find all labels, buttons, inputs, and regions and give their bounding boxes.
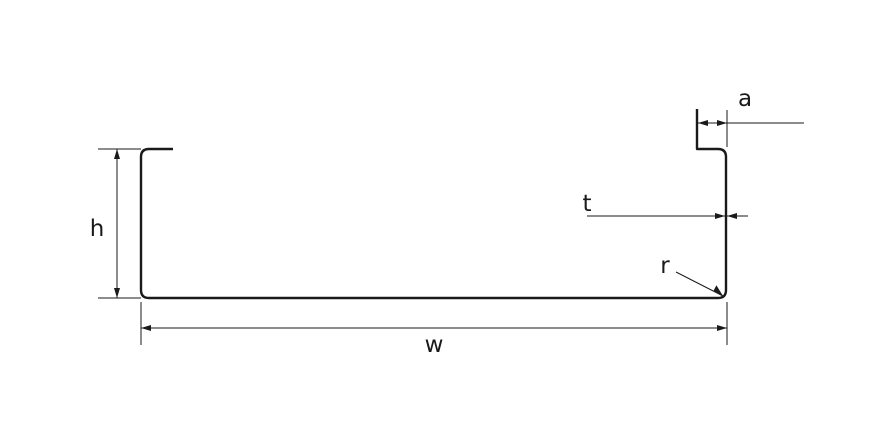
thickness-arrow-left (715, 213, 725, 219)
lip-dimension: a (698, 86, 804, 147)
thickness-arrow-right (727, 213, 737, 219)
height-arrow-top (114, 149, 120, 159)
radius-annotation: r (660, 253, 724, 297)
height-dimension: h (90, 148, 141, 299)
height-arrow-bottom (114, 288, 120, 298)
lip-label: a (738, 86, 752, 112)
radius-label: r (660, 253, 670, 279)
channel-profile (139, 109, 728, 300)
height-label: h (90, 216, 105, 242)
radius-leader (675, 271, 724, 297)
width-label: w (425, 332, 444, 358)
thickness-dimension: t (582, 191, 748, 219)
lip-arrow-right (717, 120, 727, 126)
width-arrow-right (717, 325, 727, 331)
thickness-label: t (582, 191, 591, 217)
width-dimension: w (140, 302, 728, 358)
radius-arrow (713, 285, 723, 296)
width-arrow-left (141, 325, 151, 331)
lip-arrow-left (698, 120, 708, 126)
